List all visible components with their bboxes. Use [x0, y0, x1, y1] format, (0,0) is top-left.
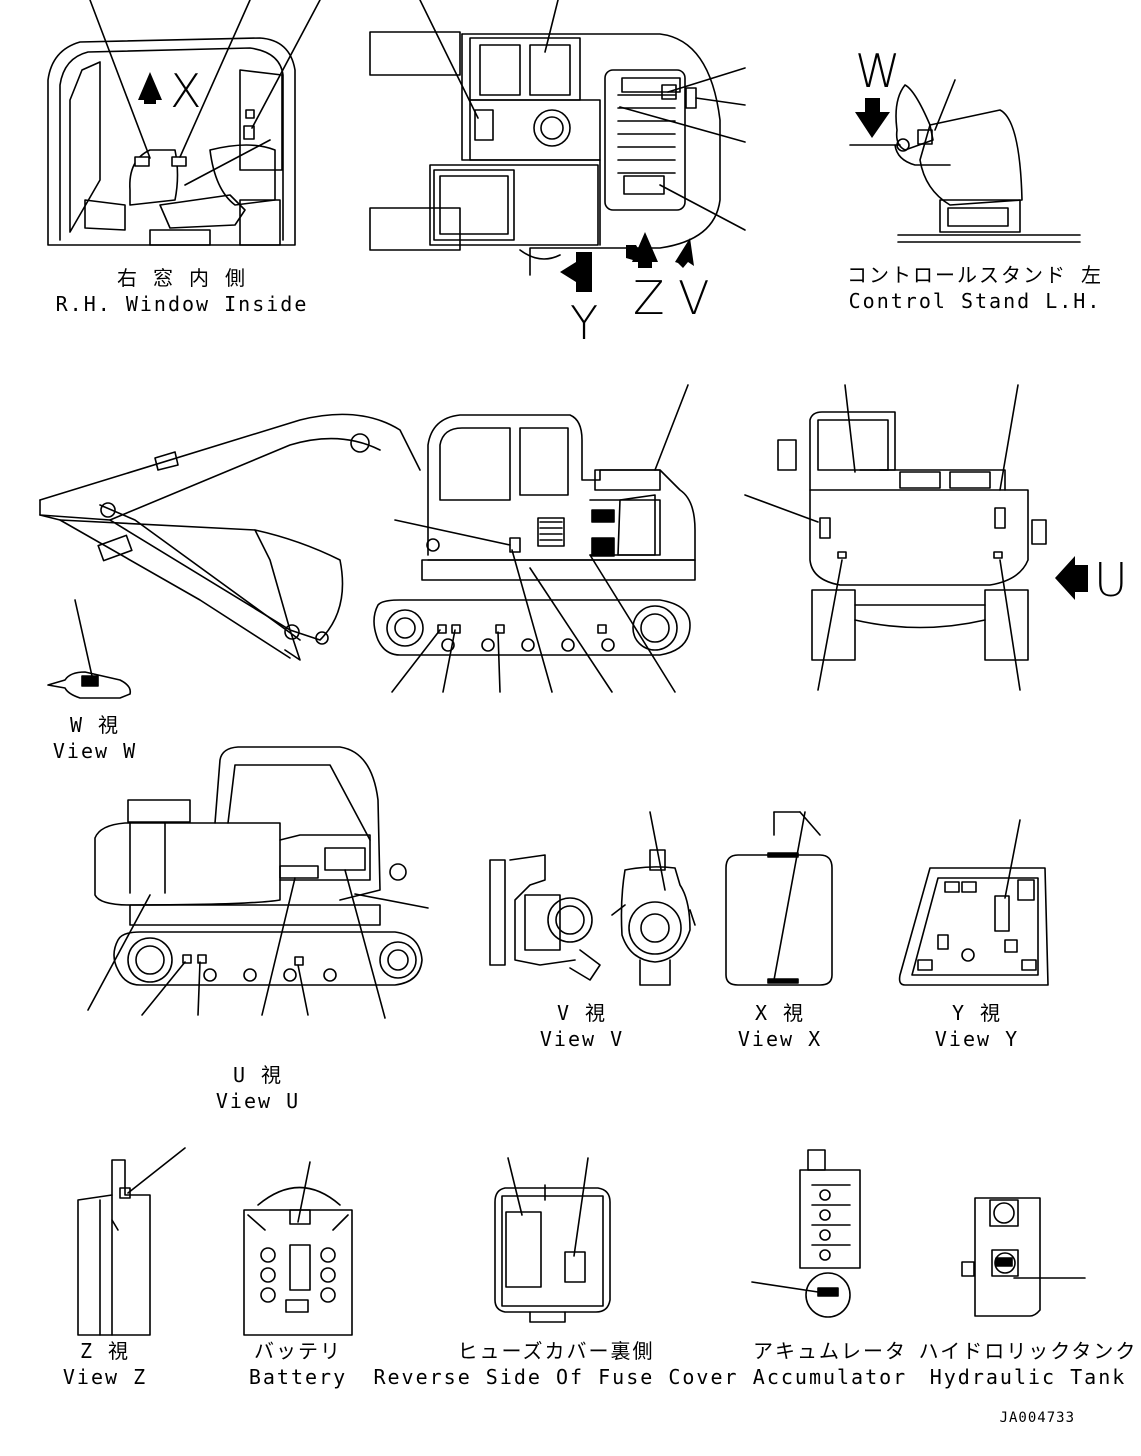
caption-en: Battery	[248, 1365, 348, 1389]
control-stand-view	[849, 79, 1081, 243]
caption-view-y: Y 視 View Y	[935, 1000, 1019, 1052]
arrow-letter-z: Z	[633, 271, 665, 325]
document-id: JA004733	[999, 1410, 1075, 1426]
caption-jp: ハイドロリックタンク	[918, 1339, 1138, 1363]
caption-view-z: Z 視 View Z	[63, 1338, 147, 1390]
caption-en: View X	[737, 1027, 823, 1051]
view-v-detail	[489, 811, 696, 986]
hydraulic-tank-detail	[961, 1197, 1086, 1317]
battery-detail	[243, 1161, 353, 1336]
caption-jp: Y 視	[951, 1001, 1003, 1025]
caption-view-w: W 視 View W	[53, 712, 137, 764]
caption-en: Control Stand L.H.	[848, 289, 1102, 313]
accumulator-detail	[751, 1149, 861, 1318]
view-y-detail	[898, 819, 1049, 986]
arrow-letter-v: V	[678, 271, 710, 325]
caption-battery: バッテリ Battery	[249, 1338, 347, 1390]
view-u-machine	[87, 746, 429, 1019]
view-z-detail	[77, 1147, 186, 1336]
caption-rh-window-inside: 右 窓 内 側 R.H. Window Inside	[56, 265, 309, 317]
fuse-cover-detail	[494, 1157, 611, 1323]
caption-control-stand: コントロールスタンド 左 Control Stand L.H.	[847, 262, 1103, 314]
arrow-letter-u: U	[1094, 553, 1128, 607]
caption-jp: Z 視	[79, 1339, 131, 1363]
excavator-side-view	[39, 384, 696, 693]
caption-view-x: X 視 View X	[738, 1000, 822, 1052]
caption-en: View Z	[62, 1365, 148, 1389]
arrow-letter-x: X	[170, 64, 202, 118]
caption-view-v: V 視 View V	[540, 1000, 624, 1052]
caption-en: Hydraulic Tank	[929, 1365, 1127, 1389]
caption-en: View Y	[934, 1027, 1020, 1051]
caption-en: Accumulator	[752, 1365, 908, 1389]
cab-interior-view	[47, 0, 321, 246]
caption-accumulator: アキュムレータ Accumulator	[753, 1338, 907, 1390]
view-x-detail	[725, 811, 833, 986]
arrow-letter-w: W	[855, 44, 901, 98]
caption-jp: W 視	[69, 713, 121, 737]
caption-jp: 右 窓 内 側	[116, 266, 248, 290]
caption-en: R.H. Window Inside	[55, 292, 309, 316]
caption-jp: U 視	[232, 1063, 284, 1087]
caption-en: Reverse Side Of Fuse Cover	[373, 1365, 739, 1389]
arrow-letter-y: Y	[570, 296, 599, 350]
caption-jp: アキュムレータ	[752, 1339, 907, 1363]
caption-fuse-cover: ヒューズカバー裏側 Reverse Side Of Fuse Cover	[373, 1338, 738, 1390]
caption-jp: X 視	[754, 1001, 806, 1025]
caption-en: View U	[215, 1089, 301, 1113]
caption-jp: コントロールスタンド 左	[846, 263, 1104, 287]
caption-en: View V	[539, 1027, 625, 1051]
caption-view-u: U 視 View U	[216, 1062, 300, 1114]
rear-view	[744, 384, 1088, 691]
caption-jp: V 視	[556, 1001, 608, 1025]
caption-jp: バッテリ	[253, 1339, 342, 1363]
caption-en: View W	[52, 739, 138, 763]
caption-jp: ヒューズカバー裏側	[457, 1339, 655, 1363]
top-plan-view	[369, 0, 746, 292]
caption-hydraulic-tank: ハイドロリックタンク Hydraulic Tank	[919, 1338, 1138, 1390]
view-w-detail	[47, 599, 132, 699]
